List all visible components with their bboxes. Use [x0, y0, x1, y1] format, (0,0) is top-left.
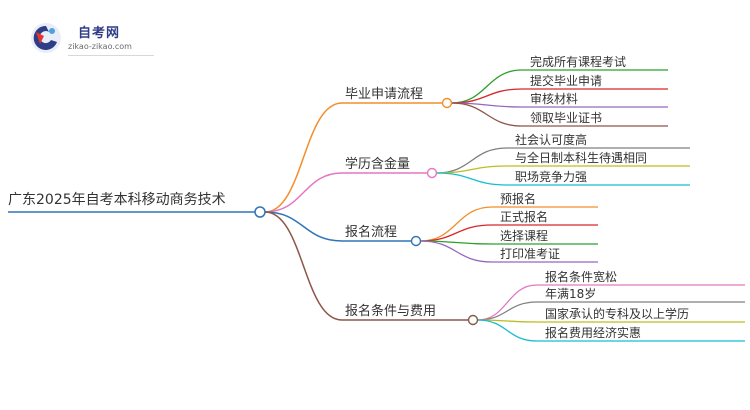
leaf-topic: 年满18岁 [545, 286, 596, 301]
leaf-connector [420, 240, 493, 263]
site-logo[interactable]: 自考网 zikao-zikao.com [30, 20, 154, 60]
leaf-connector [477, 301, 538, 321]
leaf-connector [451, 102, 523, 127]
leaf-topic: 国家承认的专科及以上学历 [545, 306, 689, 321]
branch-connector [264, 211, 343, 321]
leaf-connector [451, 69, 523, 104]
logo-divider [68, 55, 154, 56]
leaf-topic: 社会认可度高 [515, 132, 587, 147]
branch-topic: 毕业申请流程 [345, 87, 423, 102]
branch-node-circle[interactable] [467, 314, 479, 326]
leaf-connector [436, 172, 508, 186]
leaf-topic: 审核材料 [530, 91, 578, 106]
leaf-connector [477, 319, 538, 342]
leaf-topic: 完成所有课程考试 [530, 54, 626, 69]
leaf-topic: 职场竞争力强 [515, 170, 587, 184]
root-node-circle[interactable] [254, 206, 266, 218]
branch-node-circle[interactable] [426, 167, 438, 179]
leaf-topic: 正式报名 [500, 209, 548, 224]
leaf-connector [451, 88, 523, 104]
leaf-topic: 报名费用经济实惠 [545, 325, 641, 340]
branch-connector [264, 102, 343, 213]
branch-topic: 学历含金量 [345, 156, 410, 172]
branch-node-circle[interactable] [410, 235, 422, 247]
leaf-topic: 选择课程 [500, 228, 548, 243]
leaf-topic: 预报名 [500, 191, 536, 206]
branch-topic: 报名条件与费用 [345, 303, 436, 319]
leaf-connector [420, 224, 493, 242]
logo-url: zikao-zikao.com [68, 42, 132, 51]
leaf-topic: 提交毕业申请 [530, 73, 602, 88]
branch-connector [264, 211, 343, 242]
leaf-topic: 报名条件宽松 [545, 269, 617, 284]
leaf-topic: 与全日制本科生待遇相同 [515, 150, 647, 165]
leaf-topic: 领取毕业证书 [530, 111, 602, 125]
branch-node-circle[interactable] [441, 97, 453, 109]
branch-connector [264, 172, 343, 213]
leaf-connector [420, 206, 493, 242]
logo-title: 自考网 [78, 26, 121, 41]
leaf-topic: 打印准考证 [500, 247, 560, 261]
branch-topic: 报名流程 [345, 224, 397, 240]
logo-badge-icon [31, 23, 61, 53]
root-topic: 广东2025年自考本科移动商务技术 [8, 192, 226, 208]
